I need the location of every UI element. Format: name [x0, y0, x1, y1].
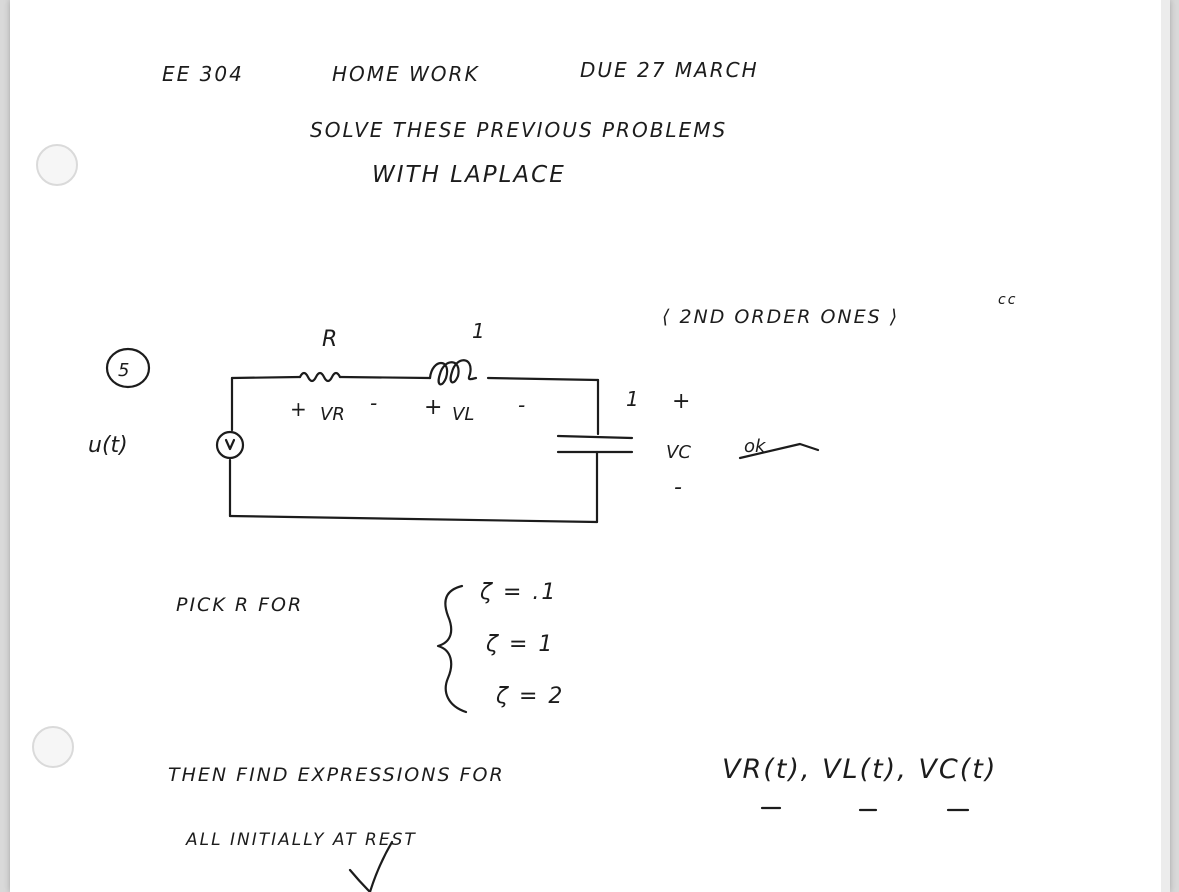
- capacitor-plate-top: [556, 434, 634, 440]
- wire-bottom: [228, 514, 599, 524]
- inductor-label: 1: [472, 319, 485, 343]
- source-label: u(t): [88, 433, 128, 458]
- homework-title: HOME WORK: [332, 62, 480, 86]
- wire-top-middle: [338, 375, 432, 380]
- capacitor-label: 1: [626, 387, 639, 411]
- note-mark: cc: [998, 292, 1018, 308]
- problem-number-circle: [105, 347, 151, 389]
- page-edge: [1161, 0, 1170, 892]
- order-note: ⟨ 2ND ORDER ONES ⟩: [662, 306, 900, 328]
- ok-mark: ok: [744, 436, 767, 457]
- ok-underline: [738, 442, 820, 460]
- wire-top-right: [486, 376, 600, 382]
- expressions: VR(t), VL(t), VC(t): [722, 754, 998, 785]
- vr-plus: +: [290, 397, 307, 421]
- zeta-value-2: ζ = 1: [486, 632, 555, 657]
- wire-top-left: [230, 375, 302, 380]
- binder-hole-top: [36, 144, 78, 186]
- vc-minus: -: [674, 475, 682, 500]
- initial-condition: ALL INITIALLY AT REST: [186, 830, 417, 850]
- zeta-brace: [436, 584, 468, 714]
- voltage-source-mark: [224, 438, 236, 451]
- homework-page: EE 304 HOME WORK DUE 27 MARCH SOLVE THES…: [10, 0, 1170, 892]
- course-code: EE 304: [162, 62, 244, 86]
- instruction-line-2: WITH LAPLACE: [372, 162, 566, 188]
- order-note-text: 2ND ORDER ONES: [679, 306, 882, 328]
- rlc-circuit-diagram: 5 u(t) R 1 1 + VR - + VL - + VC - ok: [88, 319, 970, 892]
- vr-minus: -: [370, 391, 377, 415]
- vl-minus: -: [518, 393, 525, 417]
- due-date: DUE 27 MARCH: [580, 58, 759, 82]
- vl-label: VL: [452, 404, 474, 425]
- then-text: THEN FIND EXPRESSIONS FOR: [168, 764, 505, 786]
- voltage-source-circle: [215, 430, 245, 460]
- vr-label: VR: [320, 404, 345, 425]
- pick-text: PICK R FOR: [176, 594, 304, 616]
- initial-checkmark: [348, 840, 394, 892]
- zeta-value-1: ζ = .1: [480, 580, 558, 605]
- problem-number: 5: [118, 360, 129, 381]
- zeta-value-3: ζ = 2: [496, 684, 565, 709]
- vc-label: VC: [666, 442, 691, 463]
- vl-plus: +: [424, 395, 442, 420]
- vc-plus: +: [672, 389, 690, 414]
- binder-hole-bottom: [32, 726, 74, 768]
- resistor-label: R: [322, 327, 337, 352]
- inductor-symbol: [428, 359, 478, 386]
- instruction-line-1: SOLVE THESE PREVIOUS PROBLEMS: [310, 118, 728, 142]
- resistor-symbol: [298, 371, 342, 383]
